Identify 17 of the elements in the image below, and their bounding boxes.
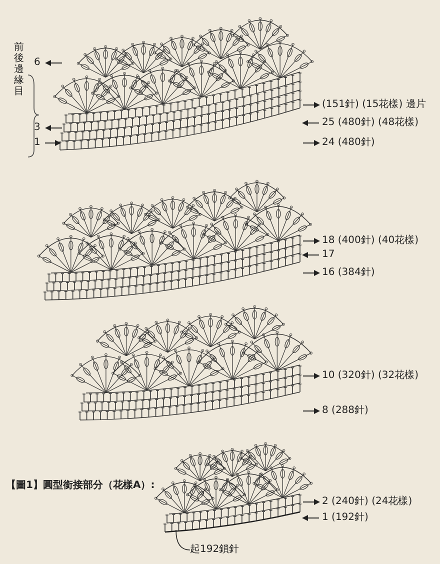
row-label: 2 (240針) (24花樣) bbox=[322, 496, 412, 508]
row-label: 10 (320針) (32花樣) bbox=[322, 370, 418, 382]
leader-line bbox=[176, 530, 190, 550]
row-label: 1 (192針) bbox=[322, 512, 368, 524]
row-label: 1 bbox=[34, 137, 40, 149]
side-note: 前後邊緣目 bbox=[14, 42, 24, 97]
row-label: 25 (480針) (48花樣) bbox=[322, 117, 418, 129]
row-label: 3 bbox=[34, 122, 40, 134]
row-label: 6 bbox=[34, 57, 40, 69]
row-label: 8 (288針) bbox=[322, 405, 368, 417]
row-label: 18 (400針) (40花樣) bbox=[322, 235, 418, 247]
row-label: 16 (384針) bbox=[322, 267, 375, 279]
row-label: 17 bbox=[322, 249, 335, 261]
row-label: 24 (480針) bbox=[322, 137, 375, 149]
chain-label: 起192鎖針 bbox=[190, 544, 240, 556]
row-label: (151針) (15花樣) 邊片 bbox=[322, 99, 426, 111]
foundation-chain bbox=[164, 511, 300, 533]
